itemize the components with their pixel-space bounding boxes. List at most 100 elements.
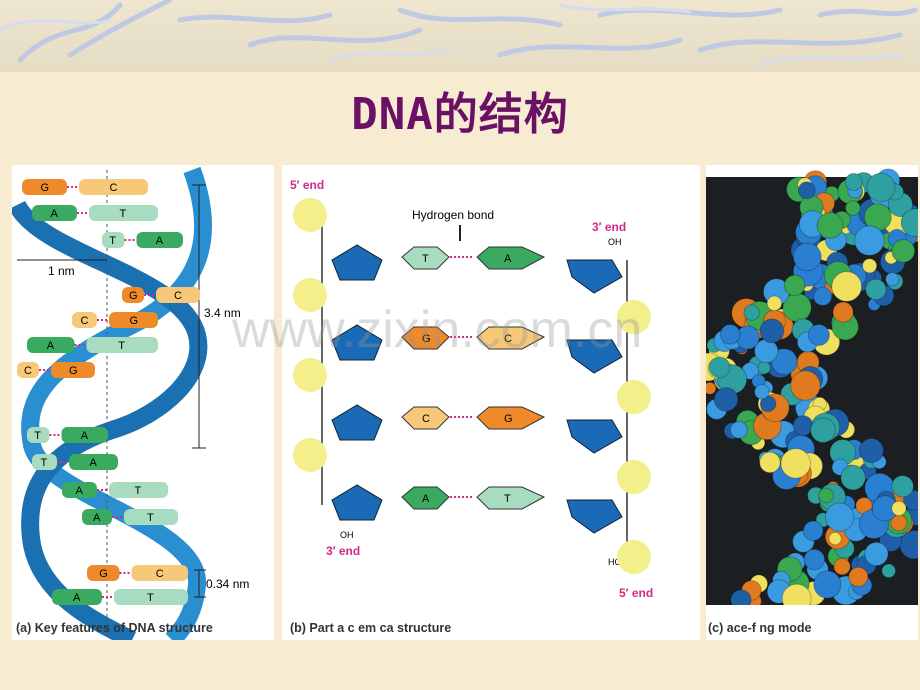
phosphate-right xyxy=(617,540,651,574)
atom xyxy=(757,361,771,375)
base-letter: T xyxy=(109,235,116,247)
base-letter: C xyxy=(110,182,118,194)
phosphate-left xyxy=(293,198,327,232)
atom xyxy=(825,502,855,532)
atom xyxy=(840,464,866,491)
atom xyxy=(816,212,844,239)
sugar-right xyxy=(566,499,623,534)
atom xyxy=(780,448,811,479)
base-letter: C xyxy=(422,413,430,425)
base-left-A xyxy=(401,486,450,510)
atom xyxy=(854,225,885,256)
atom xyxy=(891,475,914,498)
label-oh-bottom: OH xyxy=(340,530,354,540)
caption-a: (a) Key features of DNA structure xyxy=(16,621,213,635)
base-C xyxy=(79,179,148,195)
base-A xyxy=(27,337,75,353)
base-C xyxy=(131,565,188,581)
banner-swirls xyxy=(0,0,918,67)
atom xyxy=(790,370,821,401)
atom xyxy=(845,200,861,216)
sugar-left xyxy=(331,404,383,441)
atom xyxy=(891,500,907,517)
helix-backbone-2 xyxy=(12,200,208,640)
base-letter: A xyxy=(76,485,84,497)
base-letter: C xyxy=(156,568,164,580)
base-C xyxy=(156,287,200,303)
label-3end-top: 3′ end xyxy=(592,220,626,234)
label-ho-bottom: HO xyxy=(608,557,622,567)
base-A xyxy=(69,454,118,470)
base-letter: A xyxy=(93,512,101,524)
atom xyxy=(858,437,884,464)
base-T xyxy=(102,232,125,248)
base-A xyxy=(61,427,108,443)
base-letter: T xyxy=(422,253,429,265)
atom xyxy=(813,570,842,599)
atom xyxy=(810,417,836,444)
base-letter: A xyxy=(422,493,430,505)
base-letter: C xyxy=(174,290,182,302)
base-letter: A xyxy=(81,430,89,442)
label-oh-top: OH xyxy=(608,237,622,247)
base-letter: T xyxy=(147,512,154,524)
label-5end-top: 5′ end xyxy=(290,178,324,192)
atom xyxy=(781,583,812,605)
atom xyxy=(729,420,748,439)
atom xyxy=(743,304,760,321)
base-letter: A xyxy=(73,592,81,604)
phosphate-right xyxy=(617,460,651,494)
base-T xyxy=(86,337,158,353)
base-letter: C xyxy=(504,333,512,345)
base-letter: T xyxy=(34,430,41,442)
decorative-banner xyxy=(0,0,920,72)
caption-b: (b) Part a c em ca structure xyxy=(290,621,452,635)
page-title: DNA的结构 xyxy=(351,89,569,140)
atom xyxy=(706,381,717,395)
base-right-C xyxy=(476,326,546,350)
sugar-right xyxy=(566,419,623,454)
base-T xyxy=(27,427,50,443)
base-T xyxy=(114,589,188,605)
atom xyxy=(713,387,739,412)
atom xyxy=(766,295,783,312)
atom xyxy=(844,173,863,191)
base-G xyxy=(109,312,158,328)
atom xyxy=(730,589,752,605)
sugar-right xyxy=(566,339,623,374)
base-right-T xyxy=(476,486,546,510)
atom xyxy=(848,566,869,587)
atom xyxy=(783,274,806,297)
atom xyxy=(832,301,854,323)
base-A xyxy=(136,232,183,248)
base-letter: G xyxy=(99,568,108,580)
base-letter: G xyxy=(130,315,139,327)
panel-c-spacefill xyxy=(706,165,918,640)
base-T xyxy=(109,482,168,498)
atom xyxy=(891,239,916,263)
base-letter: T xyxy=(41,457,48,469)
sugar-left xyxy=(331,324,383,361)
atom xyxy=(900,208,918,237)
atom xyxy=(759,451,781,474)
atom xyxy=(864,541,889,567)
phosphate-left xyxy=(293,278,327,312)
atom xyxy=(803,548,826,571)
atom xyxy=(818,487,834,504)
base-letter: C xyxy=(24,365,32,377)
base-left-G xyxy=(401,326,450,350)
base-T xyxy=(32,454,57,470)
base-G xyxy=(87,565,120,581)
chemical-structure-diagram: 5′ end Hydrogen bond 3′ end OH OH 3′ end… xyxy=(290,178,653,600)
